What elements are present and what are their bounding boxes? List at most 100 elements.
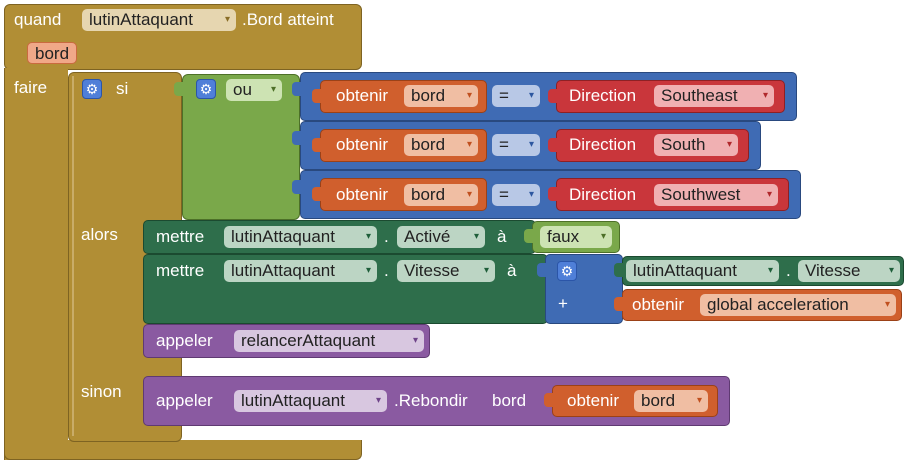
compare-connector-1: [292, 82, 301, 96]
getter-property-dropdown[interactable]: Vitesse ▾: [798, 260, 900, 282]
call1-procedure-value: relancerAttaquant: [241, 331, 376, 350]
math-plus-label: +: [558, 294, 568, 313]
direction-dropdown-3[interactable]: Southwest ▾: [654, 184, 778, 206]
get-connector-3: [312, 187, 321, 201]
false-connector: [524, 229, 533, 243]
event-when-label: quand: [14, 10, 62, 29]
get-label-2: obtenir: [336, 135, 388, 154]
compare-op-value-2: =: [499, 135, 509, 154]
event-component-dropdown[interactable]: lutinAttaquant ▾: [82, 9, 236, 31]
get-connector-2: [312, 138, 321, 152]
set2-property-dropdown[interactable]: Vitesse ▾: [397, 260, 495, 282]
or-operator-value: ou: [233, 80, 252, 99]
math-mutator-gear-icon[interactable]: ⚙: [557, 261, 577, 281]
get-connector-1: [312, 89, 321, 103]
event-block-footer: [4, 440, 362, 460]
compare-op-dropdown-2[interactable]: = ▾: [492, 134, 540, 156]
chevron-down-icon: ▾: [270, 84, 276, 95]
direction-label-2: Direction: [569, 135, 637, 154]
event-param-bord[interactable]: bord: [27, 42, 78, 64]
direction-connector-1: [548, 89, 557, 103]
compare-op-value-1: =: [499, 86, 509, 105]
direction-connector-2: [548, 138, 557, 152]
chevron-down-icon: ▾: [365, 231, 371, 242]
if-mutator-gear-icon[interactable]: ⚙: [82, 79, 102, 99]
set2-property-value: Vitesse: [404, 261, 460, 280]
chevron-down-icon: ▾: [466, 189, 472, 200]
chevron-down-icon: ▾: [466, 139, 472, 150]
chevron-down-icon: ▾: [884, 299, 890, 310]
set1-dot: .: [384, 227, 389, 246]
if-block-shadow: [72, 76, 74, 436]
or-block-connector: [174, 82, 183, 96]
getter-component-dropdown[interactable]: lutinAttaquant ▾: [626, 260, 779, 282]
set2-component-value: lutinAttaquant: [231, 261, 335, 280]
false-value: faux: [547, 227, 580, 246]
call2-component-value: lutinAttaquant: [241, 391, 345, 410]
call1-procedure-dropdown[interactable]: relancerAttaquant ▾: [234, 330, 424, 352]
call2-get-connector: [544, 393, 553, 407]
event-param-value: bord: [35, 44, 70, 63]
else-label: sinon: [81, 382, 122, 401]
chevron-down-icon: ▾: [696, 395, 702, 406]
direction-dropdown-2[interactable]: South ▾: [654, 134, 738, 156]
chevron-down-icon: ▾: [375, 395, 381, 406]
set2-label: mettre: [156, 261, 205, 280]
getter-dot: .: [786, 261, 791, 280]
call2-component-dropdown[interactable]: lutinAttaquant ▾: [234, 390, 387, 412]
chevron-down-icon: ▾: [412, 335, 418, 346]
set1-label: mettre: [156, 227, 205, 246]
get-var-dropdown-1[interactable]: bord ▾: [404, 85, 478, 107]
math-add-connector: [537, 263, 546, 277]
chevron-down-icon: ▾: [483, 265, 489, 276]
direction-value-2: South: [661, 135, 706, 154]
direction-dropdown-1[interactable]: Southeast ▾: [654, 85, 774, 107]
get-label-1: obtenir: [336, 86, 388, 105]
or-operator-dropdown[interactable]: ou ▾: [226, 79, 282, 101]
or-mutator-gear-icon[interactable]: ⚙: [196, 79, 216, 99]
false-dropdown[interactable]: faux ▾: [540, 226, 612, 248]
chevron-down-icon: ▾: [762, 90, 768, 101]
get-var-dropdown-2[interactable]: bord ▾: [404, 134, 478, 156]
speed-getter-connector: [614, 263, 623, 277]
call2-method-label: .Rebondir: [394, 391, 468, 410]
chevron-down-icon: ▾: [466, 90, 472, 101]
chevron-down-icon: ▾: [766, 189, 772, 200]
chevron-down-icon: ▾: [528, 90, 534, 101]
global-var-dropdown[interactable]: global acceleration ▾: [700, 294, 896, 316]
get-var-dropdown-3[interactable]: bord ▾: [404, 184, 478, 206]
set1-property-dropdown[interactable]: Activé ▾: [397, 226, 485, 248]
global-var-value: global acceleration: [707, 295, 849, 314]
call2-label: appeler: [156, 391, 213, 410]
chevron-down-icon: ▾: [767, 265, 773, 276]
direction-label-1: Direction: [569, 86, 637, 105]
direction-value-1: Southeast: [661, 86, 738, 105]
get-var-value-2: bord: [411, 135, 446, 154]
chevron-down-icon: ▾: [528, 189, 534, 200]
chevron-down-icon: ▾: [726, 139, 732, 150]
getter-property-value: Vitesse: [805, 261, 861, 280]
chevron-down-icon: ▾: [888, 265, 894, 276]
set1-property-value: Activé: [404, 227, 451, 246]
set1-to-label: à: [497, 227, 507, 246]
call2-var-dropdown[interactable]: bord ▾: [634, 390, 708, 412]
set1-component-dropdown[interactable]: lutinAttaquant ▾: [224, 226, 377, 248]
compare-connector-3: [292, 180, 301, 194]
chevron-down-icon: ▾: [528, 139, 534, 150]
chevron-down-icon: ▾: [473, 231, 479, 242]
then-label: alors: [81, 225, 118, 244]
set2-component-dropdown[interactable]: lutinAttaquant ▾: [224, 260, 377, 282]
get-var-value-1: bord: [411, 86, 446, 105]
call1-label: appeler: [156, 331, 213, 350]
event-do-label: faire: [14, 78, 48, 97]
get-global-label: obtenir: [632, 295, 684, 314]
compare-op-dropdown-1[interactable]: = ▾: [492, 85, 540, 107]
set1-component-value: lutinAttaquant: [231, 227, 335, 246]
call2-param-label: bord: [492, 391, 527, 410]
get-global-connector: [614, 297, 623, 311]
call2-var-value: bord: [641, 391, 676, 410]
chevron-down-icon: ▾: [600, 231, 606, 242]
direction-value-3: Southwest: [661, 185, 741, 204]
compare-op-dropdown-3[interactable]: = ▾: [492, 184, 540, 206]
set2-dot: .: [384, 261, 389, 280]
